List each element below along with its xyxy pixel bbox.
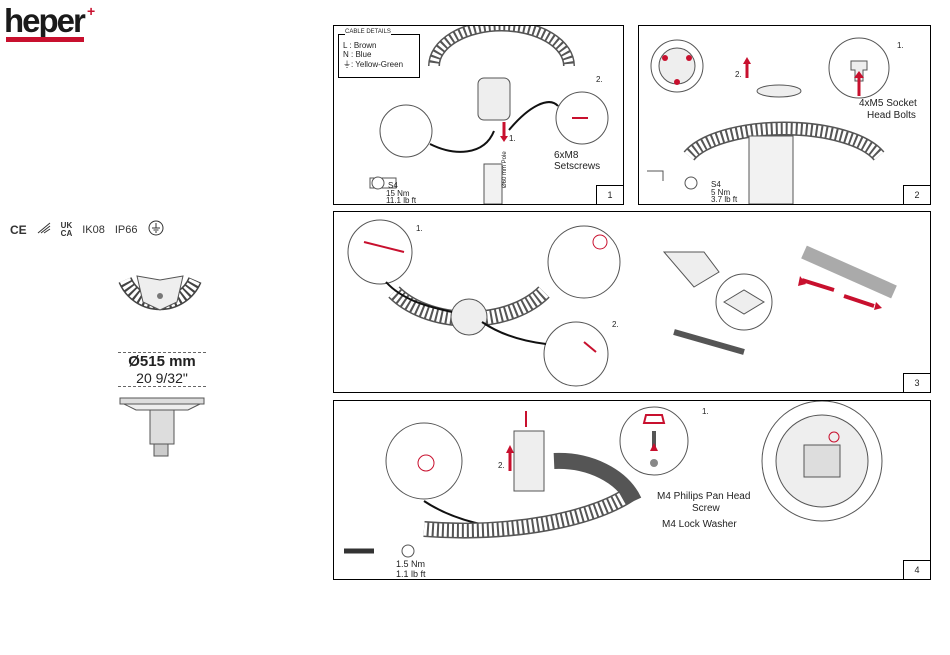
dimension-metric: Ø515 mm — [118, 353, 206, 370]
ce-mark: CE — [10, 223, 27, 237]
bolts-label-line1: 4xM5 Socket — [859, 98, 917, 109]
torque-nm: 1.5 Nm — [396, 559, 425, 569]
screw-label-line1: M4 Philips Pan Head — [657, 491, 750, 502]
ukca-mark: UK CA — [61, 222, 73, 238]
dimension-imperial: 20 9/32" — [118, 370, 206, 386]
step-panel-3: 1. 2. 3 — [333, 211, 931, 393]
pole-label: Ø60 mm Pole — [502, 151, 508, 188]
step-2-label: 2. — [596, 75, 603, 84]
torque-lb: 3.7 lb ft — [711, 195, 737, 204]
setscrews-label: 6xM8 Setscrews — [554, 150, 623, 172]
class-ii-icon — [37, 222, 51, 237]
ukca-bottom: CA — [61, 230, 73, 238]
step-1-label: 1. — [416, 224, 423, 233]
panel-number: 1 — [596, 185, 623, 204]
panel-number: 4 — [903, 560, 930, 579]
panel-number: 3 — [903, 373, 930, 392]
certification-row: CE UK CA IK08 IP66 — [10, 220, 164, 239]
step-2-label: 2. — [735, 70, 742, 79]
step-panel-2: 1. 2. 4xM5 Socket Head Bolts S4 5 Nm 3.7… — [638, 25, 931, 205]
logo-underline — [6, 37, 84, 42]
ik-rating: IK08 — [82, 224, 105, 236]
step-2-label: 2. — [612, 320, 619, 329]
panel-3-illustration — [334, 212, 930, 392]
step-1-label: 1. — [509, 134, 516, 143]
panel-1-illustration — [334, 26, 623, 204]
step-1-label: 1. — [897, 41, 904, 50]
step-panel-4: 1. 2. M4 Philips Pan Head Screw M4 Lock … — [333, 400, 931, 580]
step-2-label: 2. — [498, 461, 505, 470]
ip-rating: IP66 — [115, 224, 138, 236]
torque-lb: 1.1 lb ft — [396, 569, 426, 579]
step-1-label: 1. — [702, 407, 709, 416]
screw-label-line2: Screw — [692, 503, 720, 514]
logo-plus-icon: + — [87, 3, 95, 19]
product-side-view — [118, 396, 206, 458]
logo-text: heper — [4, 4, 100, 37]
panel-4-illustration — [334, 401, 930, 579]
washer-label: M4 Lock Washer — [662, 519, 737, 530]
panel-number: 2 — [903, 185, 930, 204]
step-panel-1: CABLE DETAILS L : Brown N : Blue ⏚: Yell… — [333, 25, 624, 205]
heper-logo: heper + — [4, 4, 100, 44]
dimension-block: Ø515 mm 20 9/32" — [118, 352, 206, 387]
product-top-view — [115, 268, 205, 358]
torque-lb: 11.1 lb ft — [386, 196, 416, 205]
earth-symbol-icon — [148, 220, 164, 239]
bolts-label-line2: Head Bolts — [867, 110, 916, 121]
